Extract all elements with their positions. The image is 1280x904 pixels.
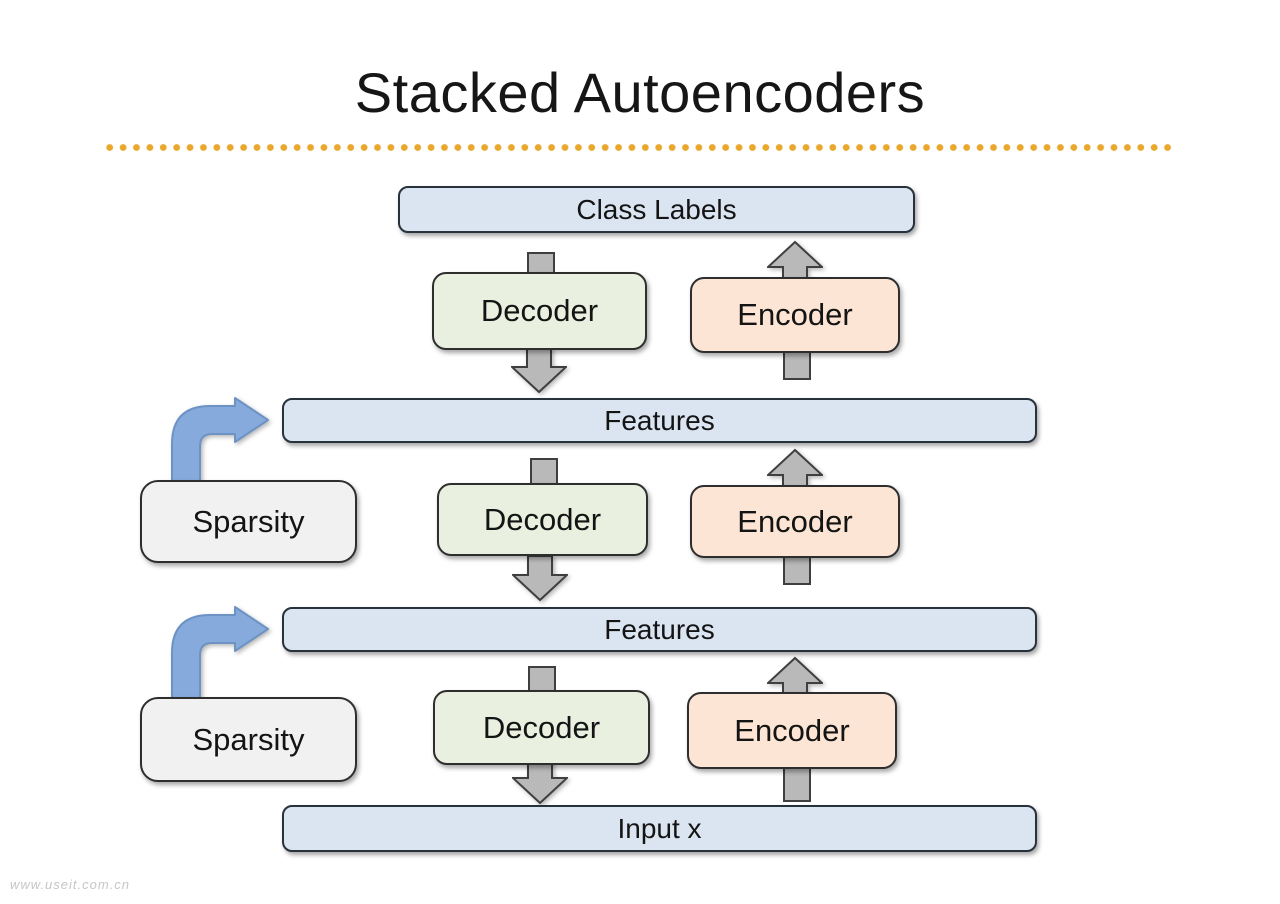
connector-stub [783, 766, 811, 802]
decoder-box-1: Decoder [432, 272, 647, 350]
curved-arrow-icon [171, 606, 269, 706]
down-arrow-icon [512, 555, 568, 602]
connector-stub [783, 350, 811, 380]
sparsity-box-1-label: Sparsity [192, 503, 305, 539]
dotted-divider [103, 143, 1173, 152]
input-bar-label: Input x [617, 812, 702, 844]
watermark: www.useit.com.cn [10, 877, 131, 892]
sparsity-box-2: Sparsity [140, 697, 357, 782]
slide-title: Stacked Autoencoders [354, 61, 926, 124]
features-bar-1: Features [282, 398, 1037, 443]
sparsity-box-2-label: Sparsity [192, 721, 305, 757]
class-labels-bar: Class Labels [398, 186, 915, 233]
encoder-box-3-label: Encoder [734, 712, 850, 748]
decoder-box-3-label: Decoder [482, 709, 601, 745]
encoder-box-3: Encoder [687, 692, 897, 769]
curved-arrow-icon [171, 397, 269, 497]
decoder-box-2-label: Decoder [483, 501, 602, 537]
features-bar-2-label: Features [604, 613, 715, 645]
connector-stub [783, 555, 811, 585]
features-bar-2: Features [282, 607, 1037, 652]
decoder-box-3: Decoder [433, 690, 650, 765]
encoder-box-1: Encoder [690, 277, 900, 353]
encoder-box-1-label: Encoder [737, 297, 853, 332]
decoder-box-1-label: Decoder [480, 293, 599, 328]
input-bar: Input x [282, 805, 1037, 852]
encoder-box-2-label: Encoder [737, 503, 853, 539]
sparsity-box-1: Sparsity [140, 480, 357, 563]
class-labels-bar-label: Class Labels [576, 193, 737, 225]
decoder-box-2: Decoder [437, 483, 648, 556]
down-arrow-icon [511, 347, 567, 394]
features-bar-1-label: Features [604, 404, 715, 436]
encoder-box-2: Encoder [690, 485, 900, 558]
